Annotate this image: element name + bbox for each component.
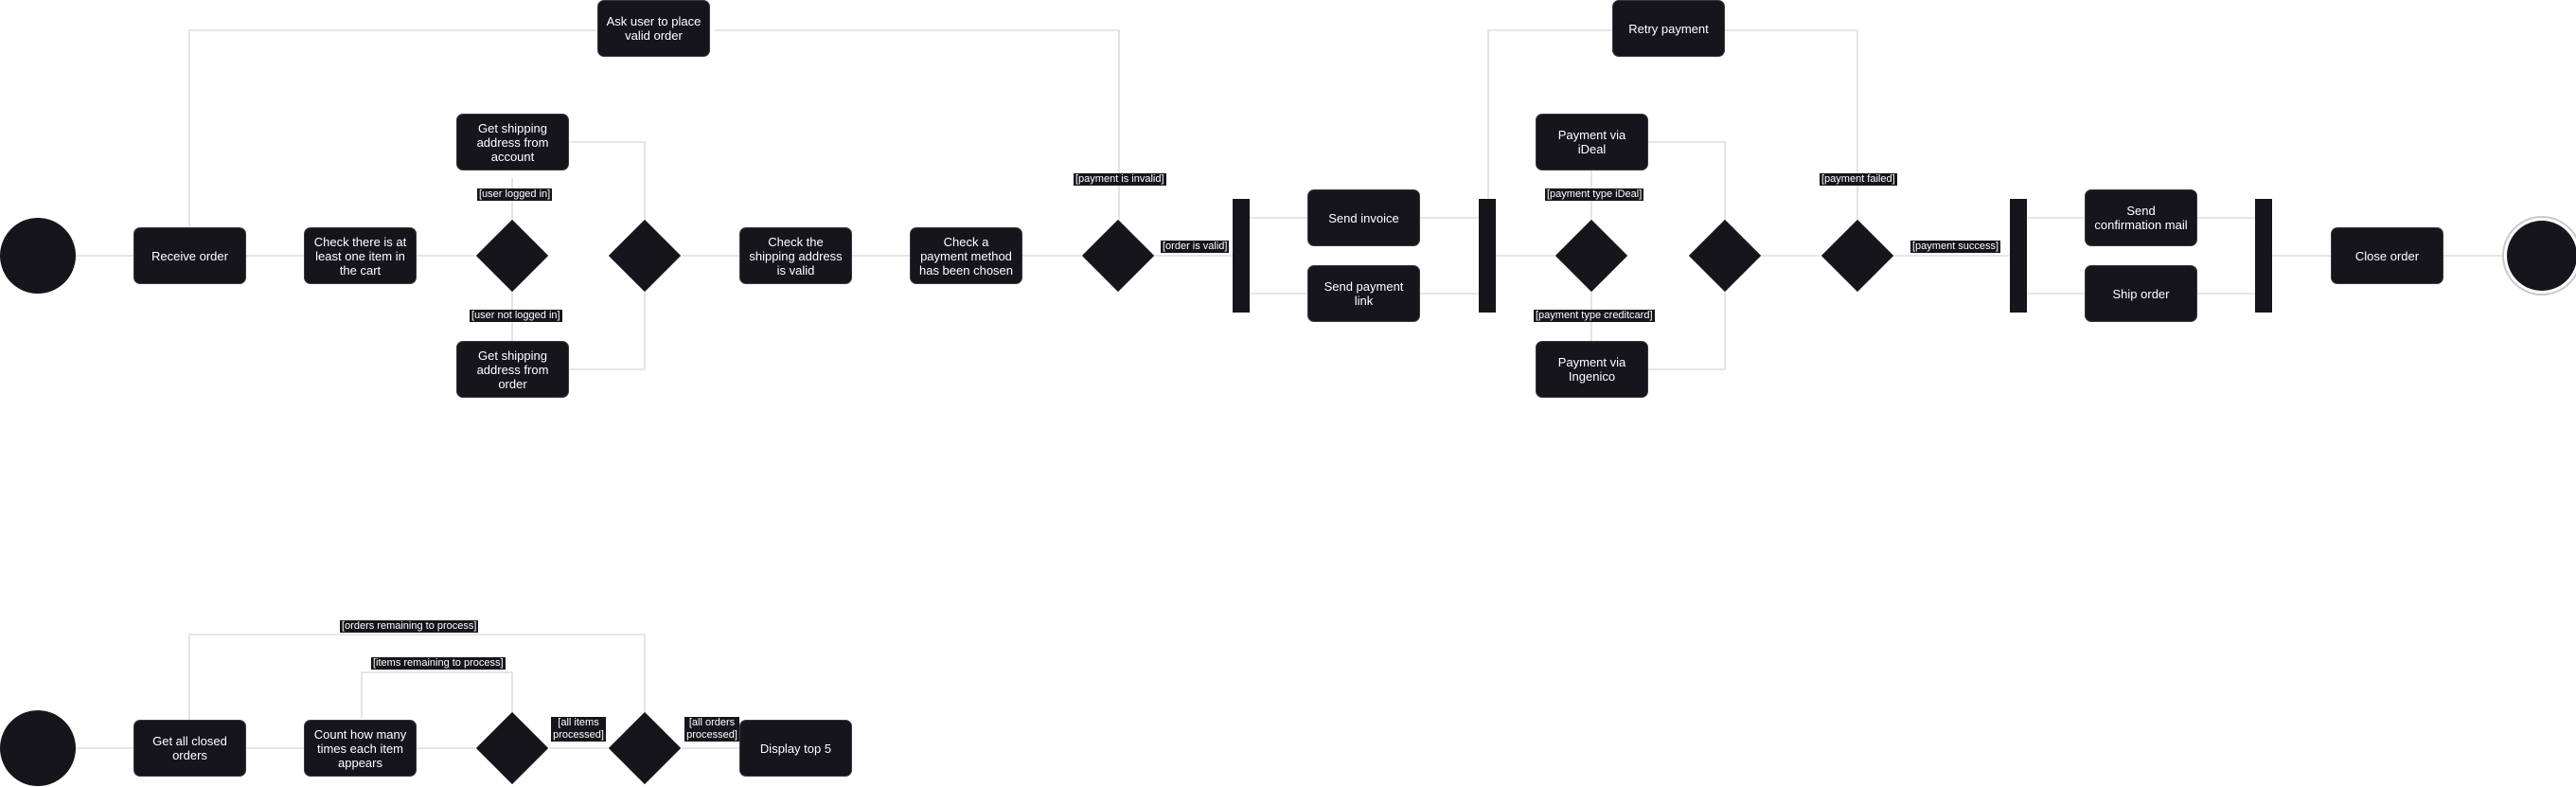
join-bar-2 (2255, 199, 2272, 313)
send-confirmation-action: Send confirmation mail (2085, 189, 2197, 246)
start-node (0, 218, 76, 294)
ask-user-action: Ask user to place valid order (597, 0, 710, 57)
guard-order-valid: [order is valid] (1161, 241, 1230, 253)
fork-bar-2 (2010, 199, 2027, 313)
ship-order-action: Ship order (2085, 265, 2197, 322)
edge (1648, 292, 1726, 370)
receive-order-action: Receive order (133, 227, 246, 284)
count-items-action: Count how many times each item appears (304, 720, 417, 777)
close-order-action: Close order (2331, 227, 2443, 284)
guard-user-logged-in: [user logged in] (477, 188, 553, 201)
edge (1725, 29, 1858, 220)
guard-user-not-logged-in: [user not logged in] (470, 310, 562, 322)
guard-payment-failed: [payment failed] (1820, 173, 1897, 186)
shipping-address-order-action: Get shipping address from order (456, 341, 569, 398)
edge (715, 29, 1120, 220)
edge (188, 634, 646, 720)
join-bar (1479, 199, 1496, 313)
guard-payment-type-creditcard: [payment type creditcard] (1534, 310, 1655, 322)
retry-payment-action: Retry payment (1612, 0, 1725, 57)
check-cart-action: Check there is at least one item in the … (304, 227, 417, 284)
shipping-address-account-action: Get shipping address from account (456, 114, 569, 170)
edge (1648, 141, 1726, 220)
guard-orders-remaining: [orders remaining to process] (340, 620, 479, 633)
guard-payment-invalid: [payment is invalid] (1074, 173, 1166, 186)
check-shipping-action: Check the shipping address is valid (739, 227, 852, 284)
display-top5-action: Display top 5 (739, 720, 852, 777)
send-invoice-action: Send invoice (1307, 189, 1420, 246)
edge (569, 292, 646, 370)
start-node-2 (0, 710, 76, 786)
payment-ingenico-action: Payment via Ingenico (1536, 341, 1648, 398)
edge (188, 29, 598, 227)
guard-all-items-processed: [all items processed] (551, 717, 606, 742)
guard-payment-success: [payment success] (1910, 241, 2001, 253)
payment-ideal-action: Payment via iDeal (1536, 114, 1648, 170)
edge (569, 141, 646, 220)
guard-items-remaining: [items remaining to process] (371, 657, 506, 670)
end-node (2507, 221, 2576, 291)
guard-all-orders-processed: [all orders processed] (684, 717, 739, 742)
send-payment-link-action: Send payment link (1307, 265, 1420, 322)
fork-bar (1233, 199, 1250, 313)
guard-payment-type-ideal: [payment type iDeal] (1545, 188, 1644, 201)
edge (1487, 29, 1613, 208)
check-payment-action: Check a payment method has been chosen (910, 227, 1022, 284)
edge (361, 671, 513, 718)
get-closed-orders-action: Get all closed orders (133, 720, 246, 777)
